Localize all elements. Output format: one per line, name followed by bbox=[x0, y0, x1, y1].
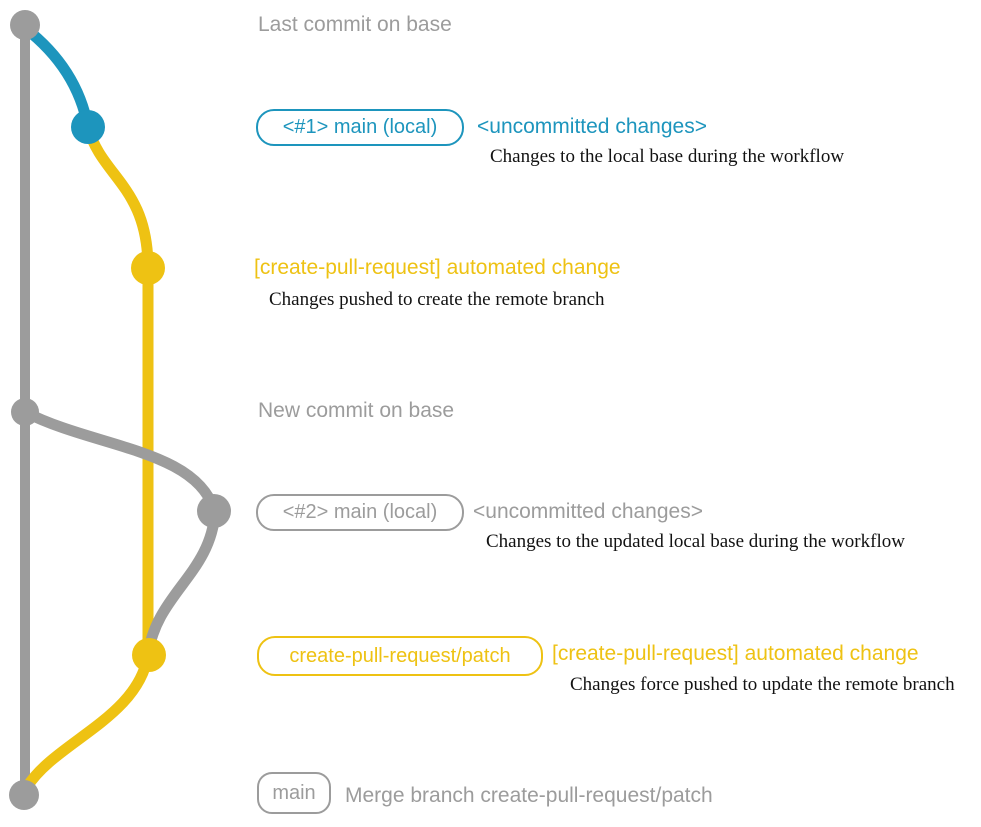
title-uncommitted-changes-1: <uncommitted changes> bbox=[477, 115, 707, 138]
note-last-commit-on-base: Last commit on base bbox=[258, 13, 452, 36]
commit-dot-local-1 bbox=[71, 110, 105, 144]
commit-dot-local-2 bbox=[197, 494, 231, 528]
note-new-commit-on-base: New commit on base bbox=[258, 399, 455, 422]
desc-automated-change-2: Changes force pushed to update the remot… bbox=[570, 674, 955, 695]
commit-dot-new-base bbox=[11, 398, 39, 426]
note-merge-branch: Merge branch create-pull-request/patch bbox=[345, 784, 713, 807]
commit-dot-merge bbox=[9, 780, 39, 810]
badge-main-local-1: <#1> main (local) bbox=[256, 109, 464, 146]
desc-automated-change-1: Changes pushed to create the remote bran… bbox=[269, 289, 605, 310]
patch-branch-merge-line bbox=[21, 649, 154, 793]
title-automated-change-2: [create-pull-request] automated change bbox=[552, 642, 919, 665]
desc-uncommitted-changes-1: Changes to the local base during the wor… bbox=[490, 146, 845, 167]
badge-main-label: main bbox=[272, 781, 316, 804]
commit-dot-automated-1 bbox=[131, 251, 165, 285]
commit-dot-last-base bbox=[10, 10, 40, 40]
badge-main: main bbox=[257, 772, 331, 814]
badge-main-local-2: <#2> main (local) bbox=[256, 494, 464, 531]
local-branch-line-1 bbox=[19, 22, 94, 133]
title-automated-change-1: [create-pull-request] automated change bbox=[254, 256, 621, 279]
commit-dot-automated-2 bbox=[132, 638, 166, 672]
local-branch-line-2-return bbox=[142, 506, 221, 661]
title-uncommitted-changes-2: <uncommitted changes> bbox=[473, 500, 703, 523]
local-branch-line-2 bbox=[19, 406, 221, 518]
badge-patch-branch-label: create-pull-request/patch bbox=[289, 644, 511, 667]
badge-main-local-2-label: <#2> main (local) bbox=[282, 501, 438, 523]
patch-branch-line bbox=[82, 121, 154, 661]
badge-main-local-1-label: <#1> main (local) bbox=[282, 116, 438, 138]
desc-uncommitted-changes-2: Changes to the updated local base during… bbox=[486, 531, 905, 552]
commit-graph bbox=[9, 10, 231, 810]
badge-patch-branch: create-pull-request/patch bbox=[257, 636, 543, 676]
